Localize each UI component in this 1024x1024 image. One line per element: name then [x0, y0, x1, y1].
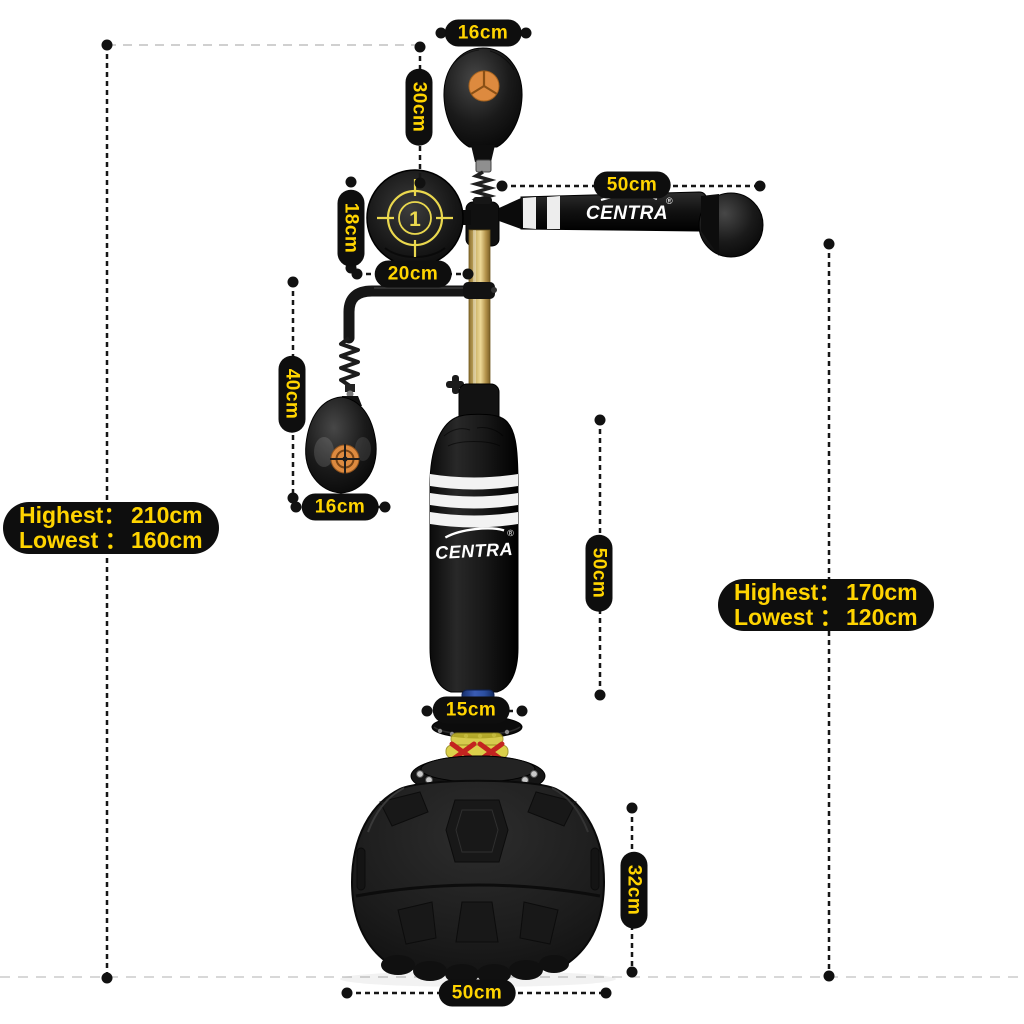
segmented-target-icon: [468, 70, 500, 102]
right-height-range-badge: Highest： 170cm Lowest ： 120cm: [718, 579, 934, 631]
label-top-ball-width: 16cm: [444, 19, 522, 47]
label-pad-offset: 20cm: [374, 260, 452, 288]
badge-row: Lowest ： 120cm: [734, 605, 918, 630]
bag-brand-logo: CENTRA: [435, 539, 514, 563]
top-speed-ball: [443, 47, 523, 206]
red-clamp: [449, 741, 505, 763]
punching-bag-product: CENTRA ® 1: [305, 47, 764, 984]
label-spring-width: 15cm: [432, 696, 510, 724]
lower-spring: [339, 336, 360, 388]
arm-registered-mark: ®: [666, 196, 673, 206]
label-base-width: 50cm: [438, 979, 516, 1007]
adjustable-pole: [463, 229, 497, 393]
highest-value: 170cm: [846, 579, 918, 606]
badge-row: Highest： 210cm: [19, 503, 203, 528]
highest-label: Highest：: [734, 579, 842, 606]
label-pad-height: 18cm: [337, 189, 365, 267]
guide-lines: [0, 44, 1024, 978]
lower-reflex-arm: [339, 285, 476, 398]
badge-row: Highest： 170cm: [734, 580, 918, 605]
label-arm-length: 50cm: [593, 171, 671, 199]
lowest-value: 120cm: [846, 604, 918, 630]
base-tread-pattern: [355, 787, 601, 945]
suction-feet: [381, 955, 569, 984]
lowest-label: Lowest ：: [19, 527, 128, 553]
bag-stripe: [430, 474, 518, 490]
ground-shadow: [340, 971, 616, 987]
arm-brand-logo: CENTRA: [586, 203, 668, 224]
punch-arm: CENTRA ®: [499, 191, 764, 258]
bag-registered-mark: ®: [507, 528, 515, 538]
crosshair-target-icon: [377, 179, 453, 257]
arm-stripe: [523, 197, 536, 229]
bag-stripe: [430, 493, 518, 509]
arm-stripe: [547, 196, 560, 229]
badge-row: Lowest ： 160cm: [19, 528, 203, 553]
lower-speed-ball: [305, 396, 377, 494]
base-tank: [350, 755, 606, 984]
highest-label: Highest：: [19, 502, 127, 529]
label-lower-ball-width: 16cm: [301, 493, 379, 521]
lowest-label: Lowest ：: [734, 604, 843, 630]
bag-stripe: [430, 512, 518, 528]
number-target-pad: 1: [366, 169, 471, 267]
label-bag-height: 50cm: [585, 534, 613, 612]
label-base-height: 32cm: [620, 851, 648, 929]
bullseye-target-icon: [330, 444, 360, 474]
label-lower-ball-drop: 40cm: [278, 355, 306, 433]
highest-value: 210cm: [131, 502, 203, 529]
left-height-range-badge: Highest： 210cm Lowest ： 160cm: [3, 502, 219, 554]
pad-number: 1: [409, 208, 421, 231]
lowest-value: 160cm: [131, 527, 203, 553]
main-punching-bag: CENTRA ®: [429, 413, 519, 693]
measurement-dots: [101, 27, 835, 999]
label-top-ball-height: 30cm: [405, 68, 433, 146]
